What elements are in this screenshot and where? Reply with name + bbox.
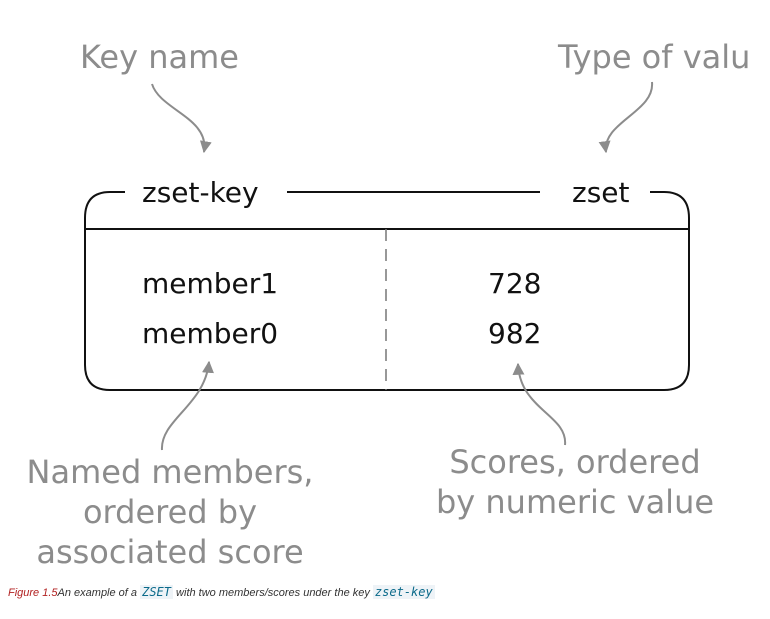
zset-diagram: Key name Type of valu zset-key zset memb… <box>27 38 751 571</box>
scores-annotation-line1: Scores, ordered <box>449 443 700 481</box>
key-name-arrow <box>151 83 212 154</box>
key-name-annotation: Key name <box>80 38 239 76</box>
member-cell: member1 <box>142 267 278 300</box>
score-cell: 982 <box>488 317 541 350</box>
score-cell: 728 <box>488 267 541 300</box>
caption-command: ZSET <box>140 585 173 599</box>
key-label: zset-key <box>142 176 259 209</box>
figure-label: Figure 1.5 <box>8 587 58 599</box>
members-annotation-line1: Named members, <box>27 453 314 491</box>
type-of-value-arrow <box>598 81 654 154</box>
scores-arrow <box>512 362 567 446</box>
members-annotation-line3: associated score <box>36 533 303 571</box>
zset-box-outline <box>84 191 690 391</box>
figure-caption: Figure 1.5An example of a ZSET with two … <box>8 585 435 599</box>
members-annotation-line2: ordered by <box>83 493 257 531</box>
type-of-value-annotation: Type of valu <box>557 38 750 76</box>
type-label: zset <box>572 176 630 209</box>
caption-text: An example of a <box>57 587 141 599</box>
scores-annotation-line2: by numeric value <box>436 483 714 521</box>
members-arrow <box>160 360 214 451</box>
caption-text: with two members/scores under the key <box>173 587 373 599</box>
member-cell: member0 <box>142 317 278 350</box>
caption-key: zset-key <box>372 585 435 599</box>
